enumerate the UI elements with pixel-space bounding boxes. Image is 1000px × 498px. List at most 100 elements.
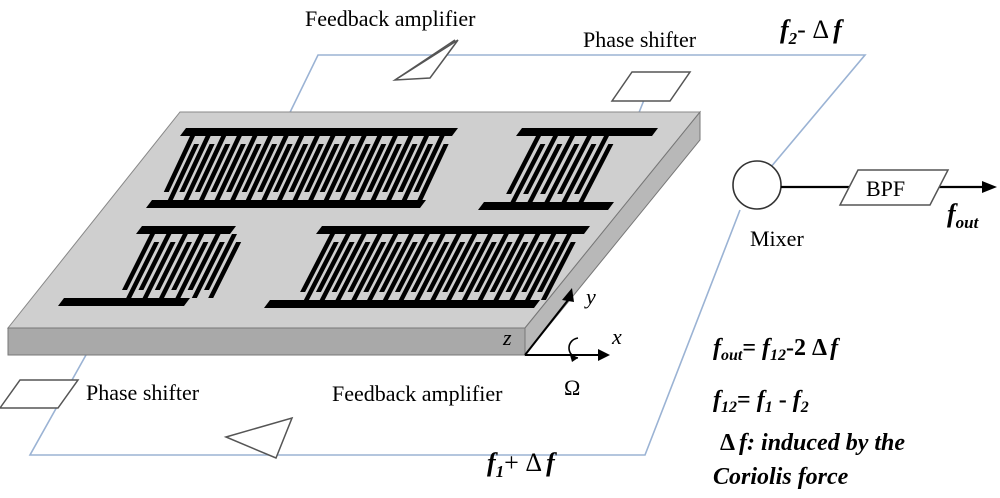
electrode-finger	[363, 234, 399, 292]
electrode-finger	[241, 136, 273, 192]
electrode-finger	[446, 242, 481, 300]
electrode-finger	[410, 234, 446, 292]
electrode-finger	[525, 242, 560, 300]
electrode-finger	[175, 242, 209, 298]
electrode-finger	[204, 234, 237, 290]
equation-f12: f12= f1 - f2	[713, 387, 809, 416]
electrode-finger	[277, 144, 309, 200]
electrode-finger	[288, 136, 320, 192]
electrode-finger	[574, 136, 609, 194]
electrode-finger	[142, 242, 176, 298]
electrode-finger	[335, 136, 367, 192]
electrode-finger	[523, 136, 558, 194]
electrode-finger	[473, 234, 509, 292]
idt-lower-left	[58, 226, 242, 306]
electrode-finger	[544, 144, 580, 202]
electrode-finger	[199, 144, 231, 200]
phase-shifter-bottom-icon	[0, 379, 80, 409]
electrode-finger	[167, 144, 200, 200]
electrode-finger	[557, 136, 592, 194]
electrode-finger	[367, 242, 402, 300]
electrode-finger	[261, 144, 293, 200]
mixer-label: Mixer	[750, 226, 804, 251]
electrode-finger	[414, 242, 450, 300]
electrode-finger	[527, 144, 563, 202]
fout-label: fout	[947, 199, 980, 232]
electrode-finger	[126, 242, 160, 298]
feedback-amplifier-top-label: Feedback amplifier	[305, 6, 476, 31]
electrode-finger	[355, 144, 387, 200]
electrode-finger	[458, 234, 493, 292]
electrode-finger	[194, 136, 227, 192]
electrode-finger	[226, 136, 258, 192]
omega-label: Ω	[564, 375, 580, 400]
electrode-finger	[401, 144, 434, 200]
equation-coriolis: Coriolis force	[713, 464, 849, 490]
electrode-finger	[413, 136, 445, 192]
electrode-finger	[171, 234, 205, 290]
bpf-label: BPF	[866, 176, 905, 201]
axes	[524, 288, 610, 362]
electrode-finger	[521, 234, 557, 292]
electrode-finger	[398, 242, 434, 300]
electrode-finger	[540, 136, 575, 194]
electrode-finger	[179, 136, 211, 192]
electrode-finger	[323, 144, 356, 200]
electrode-finger	[394, 234, 430, 292]
phase-shifter-bottom-label: Phase shifter	[86, 380, 200, 405]
electrode-finger	[245, 144, 278, 200]
phase-shifter-top-label: Phase shifter	[583, 27, 697, 52]
electrode-finger	[138, 234, 172, 290]
electrode-finger	[230, 144, 262, 200]
electrode-finger	[489, 234, 525, 292]
electrode-finger	[509, 242, 545, 300]
bpf-box	[838, 169, 950, 206]
electrode-finger	[382, 136, 414, 192]
phase-shifter-top-icon	[610, 71, 692, 102]
axis-z-label: z	[502, 325, 512, 350]
electrode-finger	[163, 136, 195, 192]
electrode-finger	[319, 242, 355, 300]
electrode-finger	[187, 234, 221, 290]
electrode-finger	[366, 136, 398, 192]
substrate-front-face	[7, 327, 526, 356]
electrode-finger	[540, 242, 576, 300]
electrode-finger	[339, 144, 371, 200]
axis-y-label: y	[584, 284, 596, 309]
electrode-finger	[300, 234, 335, 292]
electrode-finger	[350, 136, 383, 192]
electrode-finger	[319, 136, 351, 192]
electrode-finger	[292, 144, 324, 200]
electrode-finger	[191, 242, 225, 298]
electrode-finger	[386, 144, 418, 200]
electrode-finger	[578, 144, 614, 202]
mixer-icon	[732, 160, 782, 210]
electrodes	[58, 128, 658, 308]
electrode-finger	[331, 234, 367, 292]
idt-upper-right	[478, 128, 658, 210]
electrode-finger	[382, 242, 418, 300]
electrode-finger	[257, 136, 289, 192]
electrode-finger	[308, 144, 340, 200]
electrode-finger	[430, 242, 466, 300]
electrode-finger	[426, 234, 462, 292]
electrode-finger	[370, 144, 402, 200]
electrode-finger	[208, 242, 242, 298]
electrode-finger	[335, 242, 371, 300]
feedback-amplifier-bottom-icon	[223, 416, 294, 459]
electrode-finger	[417, 144, 449, 200]
electrode-finger	[183, 144, 215, 200]
electrode-finger	[397, 136, 429, 192]
electrode-finger	[505, 234, 541, 292]
electrode-finger	[537, 234, 572, 292]
electrode-finger	[159, 242, 192, 298]
electrode-finger	[506, 136, 541, 194]
electrode-finger	[493, 242, 529, 300]
electrode-finger	[477, 242, 513, 300]
axis-x-label: x	[611, 324, 622, 349]
